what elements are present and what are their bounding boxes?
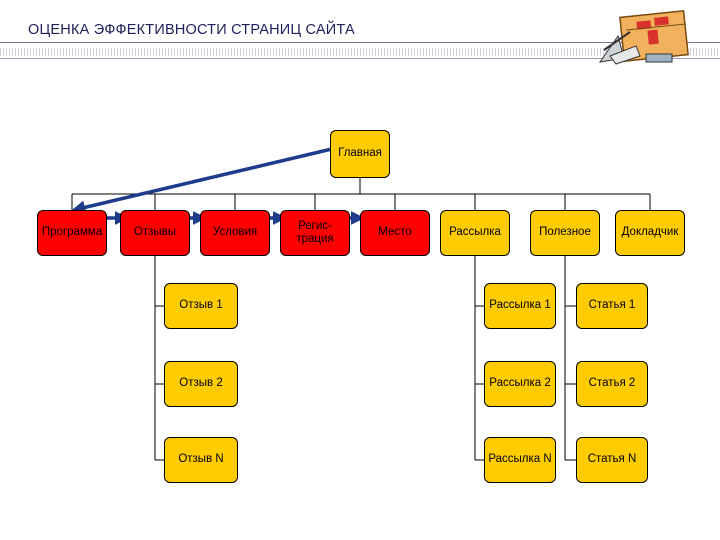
node-glavnaya: Главная [330, 130, 390, 178]
node-rassylka: Рассылка [440, 210, 510, 256]
flow-arrow-root-to-programma [71, 146, 337, 215]
node-otzyvy: Отзывы [120, 210, 190, 256]
header-stripe [0, 48, 720, 56]
node-programma: Программа [37, 210, 107, 256]
node-rassylka-2: Рассылка 2 [484, 361, 556, 407]
node-rassylka-n: Рассылка N [484, 437, 556, 483]
node-otzyv-2: Отзыв 2 [164, 361, 238, 407]
node-mesto: Место [360, 210, 430, 256]
node-statya-2: Статья 2 [576, 361, 648, 407]
node-statya-n: Статья N [576, 437, 648, 483]
node-statya-1: Статья 1 [576, 283, 648, 329]
node-registraciya: Регис- трация [280, 210, 350, 256]
node-dokladchik: Докладчик [615, 210, 685, 256]
header-rule [0, 42, 720, 43]
page-title: ОЦЕНКА ЭФФЕКТИВНОСТИ СТРАНИЦ САЙТА [28, 22, 355, 38]
office-drafting-clipart-icon [598, 9, 689, 65]
node-rassylka-1: Рассылка 1 [484, 283, 556, 329]
node-poleznoe: Полезное [530, 210, 600, 256]
node-otzyv-1: Отзыв 1 [164, 283, 238, 329]
node-usloviya: Условия [200, 210, 270, 256]
node-otzyv-n: Отзыв N [164, 437, 238, 483]
header-rule-bottom [0, 58, 720, 59]
